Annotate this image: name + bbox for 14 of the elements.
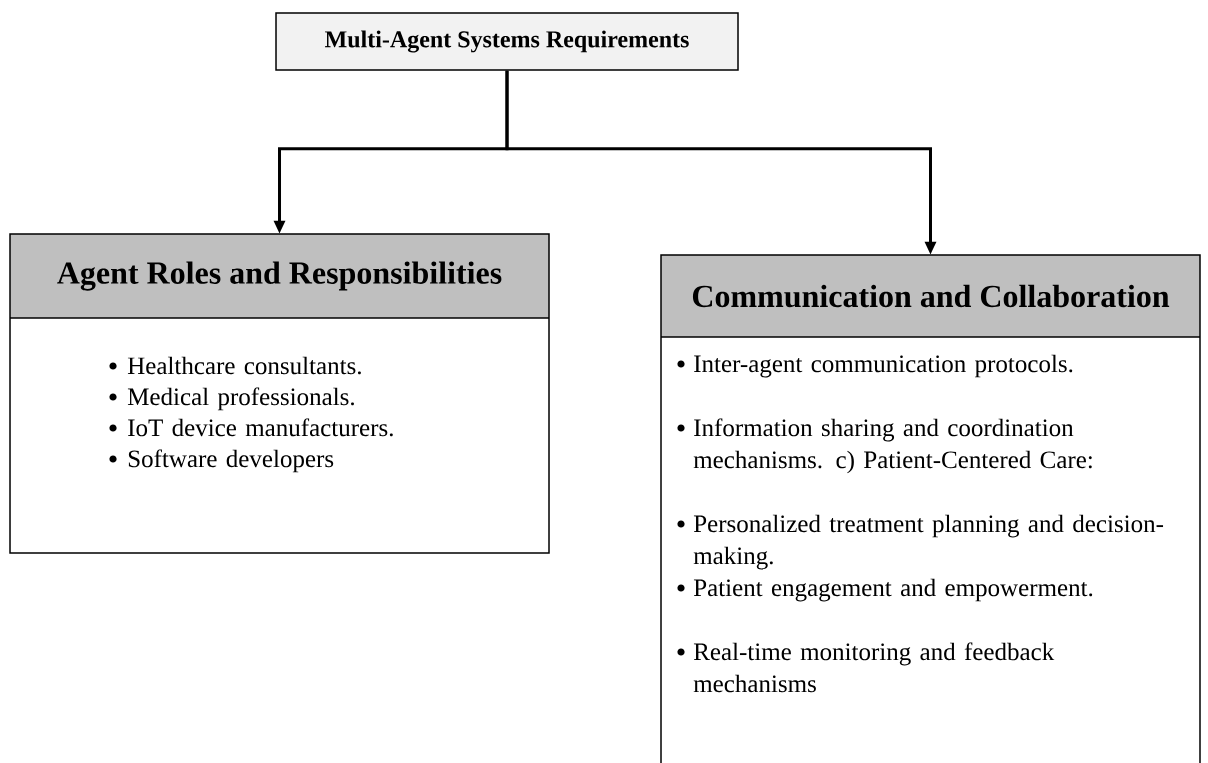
- list-item: Medical professionals.: [127, 387, 354, 411]
- list-box: [660, 254, 1201, 763]
- list-item: Software developers: [128, 449, 334, 473]
- list-item: IoT device manufacturers.: [128, 418, 393, 437]
- box-heading: Agent Roles and Responsibilities: [57, 261, 502, 291]
- list-item: Real-time monitoring and feedback mechanisms: [693, 642, 1055, 693]
- list-item: Personalized treatment planning and decision-making.: [693, 514, 1164, 570]
- list-item: Information sharing and coordination mechanisms. c) Patient-Centered Care:: [693, 418, 1092, 474]
- list-item: Patient engagement and empowerment.: [693, 578, 1093, 602]
- box-heading: Communication and Collaboration: [692, 284, 1170, 308]
- list-item: Healthcare consultants.: [127, 356, 361, 375]
- list-item: Inter-agent communication protocols.: [694, 354, 1073, 378]
- list-box: [9, 233, 550, 554]
- title-box: Multi-Agent Systems Requirements: [275, 12, 739, 71]
